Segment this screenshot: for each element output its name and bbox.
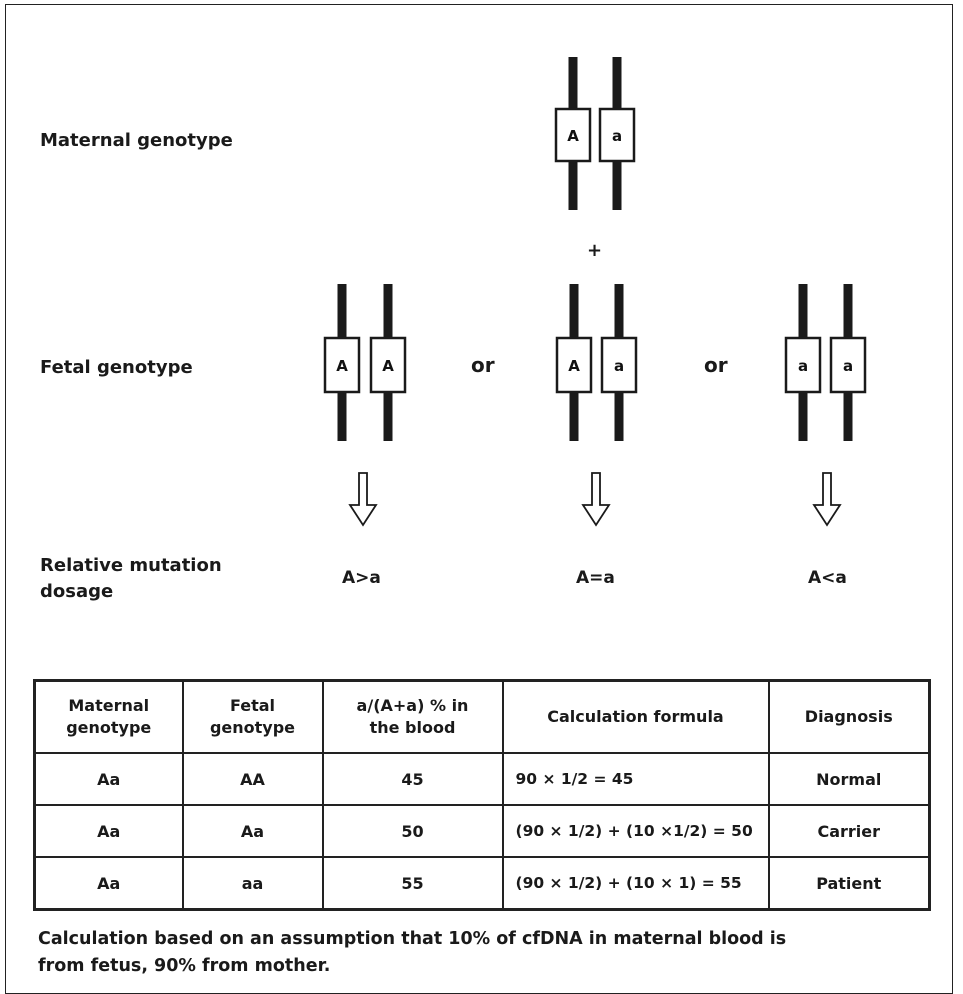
relative-mutation-dosage-line2: dosage bbox=[40, 581, 114, 602]
allele-label: A bbox=[336, 357, 348, 375]
fetal-chromosome-pair-Aa: A a bbox=[555, 284, 638, 441]
chromosome: A bbox=[554, 57, 592, 210]
allele-label: a bbox=[612, 127, 622, 145]
cell-fetal: aa bbox=[181, 856, 324, 911]
relative-mutation-dosage-label: Relative mutation dosage bbox=[40, 553, 222, 605]
header-diagnosis: Diagnosis bbox=[767, 679, 931, 754]
genotype-diagram: A a A A A a bbox=[323, 57, 867, 527]
cell-fetal: AA bbox=[181, 752, 324, 806]
maternal-chromosome-pair: A a bbox=[554, 57, 636, 210]
header-line: Maternal bbox=[68, 696, 150, 715]
down-arrow-icon bbox=[581, 472, 611, 527]
plus-sign: + bbox=[587, 240, 603, 261]
header-line: Fetal bbox=[229, 696, 276, 715]
cell-diagnosis: Patient bbox=[767, 856, 931, 911]
chromosome: A bbox=[369, 284, 407, 441]
allele-label: A bbox=[568, 357, 580, 375]
header-line: Diagnosis bbox=[804, 707, 893, 726]
cell-percent: 45 bbox=[321, 752, 504, 806]
header-calculation-formula: Calculation formula bbox=[501, 679, 770, 754]
cell-maternal: Aa bbox=[33, 804, 184, 858]
fetal-chromosome-pair-AA: A A bbox=[323, 284, 407, 441]
fetal-chromosome-pair-aa: a a bbox=[784, 284, 867, 441]
cell-percent: 50 bbox=[321, 804, 504, 858]
cell-formula: 90 × 1/2 = 45 bbox=[501, 752, 770, 806]
cell-formula: (90 × 1/2) + (10 ×1/2) = 50 bbox=[501, 804, 770, 858]
cell-percent: 55 bbox=[321, 856, 504, 911]
header-maternal-genotype: Maternal genotype bbox=[33, 679, 184, 754]
header-line: the blood bbox=[369, 718, 456, 737]
table-row: Aa AA 45 90 × 1/2 = 45 Normal bbox=[33, 752, 931, 806]
chromosome: a bbox=[829, 284, 867, 441]
allele-label: a bbox=[614, 357, 624, 375]
cell-diagnosis: Normal bbox=[767, 752, 931, 806]
or-connector: or bbox=[704, 353, 728, 377]
fetal-genotype-label: Fetal genotype bbox=[40, 357, 193, 378]
table-row: Aa Aa 50 (90 × 1/2) + (10 ×1/2) = 50 Car… bbox=[33, 804, 931, 858]
down-arrow-icon bbox=[812, 472, 842, 527]
down-arrow-icon bbox=[348, 472, 378, 527]
header-fetal-genotype: Fetal genotype bbox=[181, 679, 324, 754]
maternal-genotype-label: Maternal genotype bbox=[40, 130, 233, 151]
chromosome: A bbox=[555, 284, 593, 441]
note-line: from fetus, 90% from mother. bbox=[38, 956, 331, 976]
header-line: genotype bbox=[209, 718, 296, 737]
relative-mutation-dosage-line1: Relative mutation bbox=[40, 555, 222, 576]
table-header-row: Maternal genotype Fetal genotype a/(A+a)… bbox=[33, 679, 931, 754]
allele-label: A bbox=[382, 357, 394, 375]
header-percent-in-blood: a/(A+a) % in the blood bbox=[321, 679, 504, 754]
chromosome: A bbox=[323, 284, 361, 441]
header-line: a/(A+a) % in bbox=[356, 696, 469, 715]
cell-formula: (90 × 1/2) + (10 × 1) = 55 bbox=[501, 856, 770, 911]
header-line: Calculation formula bbox=[547, 707, 724, 726]
allele-label: a bbox=[798, 357, 808, 375]
header-line: genotype bbox=[66, 718, 152, 737]
assumption-note: Calculation based on an assumption that … bbox=[38, 926, 918, 980]
chromosome: a bbox=[598, 57, 636, 210]
cell-maternal: Aa bbox=[33, 856, 184, 911]
cell-maternal: Aa bbox=[33, 752, 184, 806]
table-row: Aa aa 55 (90 × 1/2) + (10 × 1) = 55 Pati… bbox=[33, 856, 931, 911]
dosage-label: A>a bbox=[342, 568, 381, 588]
note-line: Calculation based on an assumption that … bbox=[38, 929, 787, 949]
chromosome: a bbox=[784, 284, 822, 441]
cell-fetal: Aa bbox=[181, 804, 324, 858]
dosage-label: A<a bbox=[808, 568, 847, 588]
allele-label: A bbox=[567, 127, 579, 145]
cell-diagnosis: Carrier bbox=[767, 804, 931, 858]
or-connector: or bbox=[471, 353, 495, 377]
chromosome: a bbox=[600, 284, 638, 441]
allele-label: a bbox=[843, 357, 853, 375]
results-table: Maternal genotype Fetal genotype a/(A+a)… bbox=[33, 679, 931, 911]
dosage-label: A=a bbox=[576, 568, 615, 588]
